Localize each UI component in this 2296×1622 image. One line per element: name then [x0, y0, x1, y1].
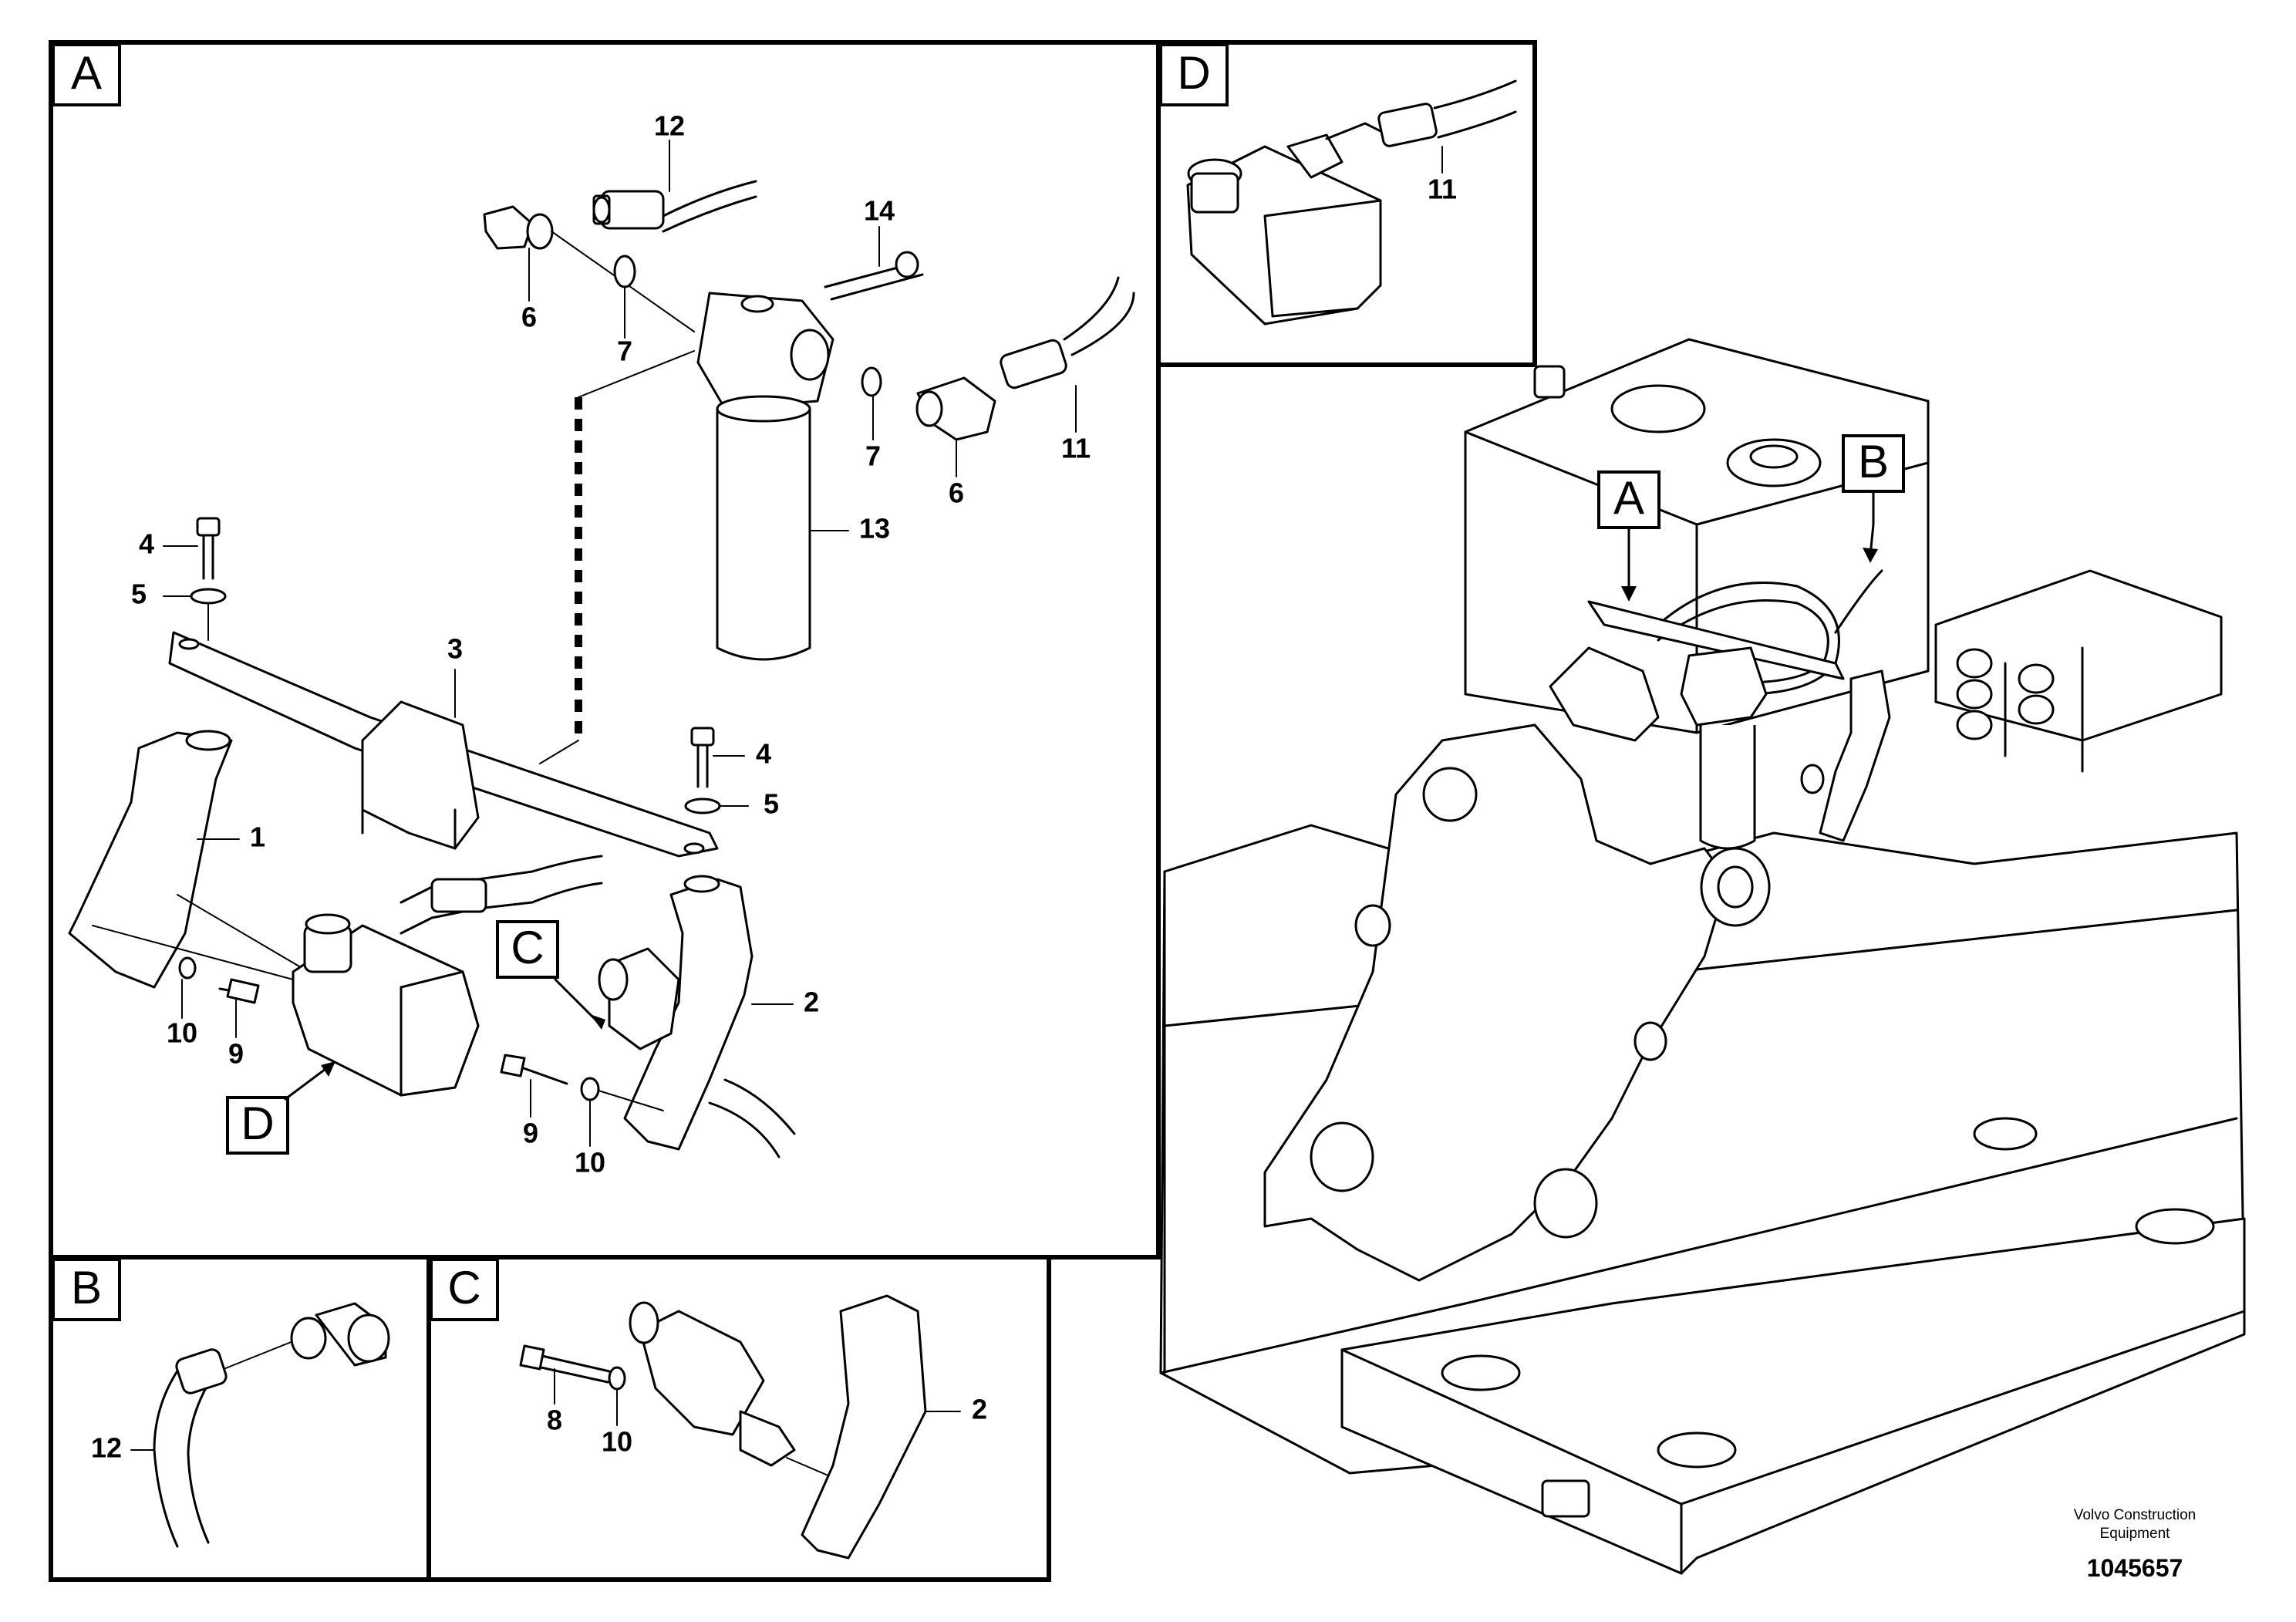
callout: 1: [250, 821, 265, 853]
detail-tag-d-label: D: [241, 1098, 274, 1149]
callout: 10: [602, 1426, 632, 1458]
callout: 11: [1428, 174, 1457, 205]
callout: 12: [91, 1432, 122, 1464]
view-d-frame: [1156, 40, 1537, 367]
view-a-callouts: 12 14 6 7 7 6 11 13 4 5 3 4 5 1 2 10 9 9: [131, 110, 1091, 1179]
detail-tag-c-label: C: [511, 922, 544, 973]
callout: 13: [859, 513, 890, 545]
callout: 5: [131, 578, 147, 610]
view-c-label: C: [447, 1262, 480, 1313]
callout: 6: [521, 302, 537, 333]
callout: 10: [167, 1017, 197, 1049]
callout: 11: [1061, 433, 1091, 464]
overview-marker-b-label: B: [1858, 436, 1889, 487]
callout: 5: [764, 788, 779, 820]
view-b-drawing: 12: [91, 1302, 390, 1548]
callout: 12: [654, 110, 685, 142]
document-number: 1045657: [2087, 1554, 2183, 1582]
view-c-frame: [426, 1255, 1051, 1582]
view-a-label: A: [71, 47, 102, 99]
overview-marker-a: A: [1597, 470, 1660, 602]
view-a-detail-tag-c: C: [496, 920, 605, 1030]
view-d-label-box: D: [1159, 43, 1229, 106]
callout: 7: [865, 440, 881, 472]
footer-block: Volvo Construction Equipment 1045657: [2074, 1507, 2196, 1582]
callout: 9: [228, 1038, 244, 1070]
callout: 4: [756, 738, 771, 770]
callout: 9: [523, 1118, 538, 1149]
machine-overview: [1159, 338, 2246, 1575]
brand-line-1: Volvo Construction: [2074, 1507, 2196, 1523]
view-b-label: B: [71, 1262, 102, 1313]
view-a-label-box: A: [52, 43, 121, 106]
callout: 6: [949, 477, 964, 509]
view-b-label-box: B: [52, 1258, 121, 1321]
view-a-drawing: [68, 180, 1135, 1158]
callout: 3: [447, 633, 463, 665]
view-c-drawing: 8 10 2: [519, 1294, 987, 1560]
callout: 7: [617, 336, 632, 367]
brand-line-2: Equipment: [2100, 1526, 2171, 1542]
view-d-label: D: [1177, 47, 1210, 99]
callout: 14: [864, 195, 895, 227]
callout: 2: [972, 1394, 987, 1425]
callout: 4: [139, 528, 154, 560]
callout: 2: [804, 986, 819, 1018]
view-c-label-box: C: [430, 1258, 499, 1321]
overview-marker-a-label: A: [1613, 472, 1644, 524]
view-a-detail-tag-d: D: [226, 1061, 335, 1155]
overview-marker-b: B: [1842, 434, 1905, 563]
callout: 8: [547, 1404, 562, 1436]
callout: 10: [575, 1147, 605, 1179]
view-d-drawing: 11: [1186, 79, 1517, 325]
